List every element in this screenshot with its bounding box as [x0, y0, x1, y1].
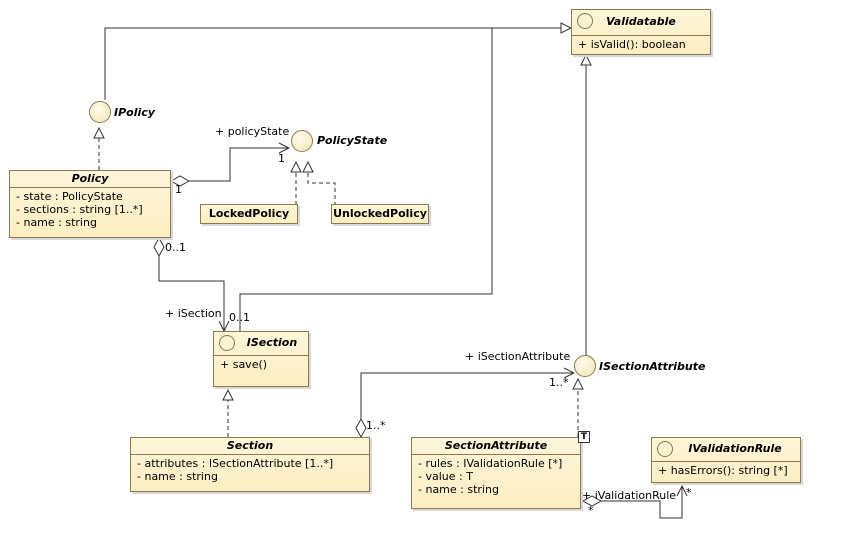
ivalidationrule-interface[interactable]: IValidationRule + hasErrors(): string [*… [651, 437, 801, 483]
policy-class[interactable]: Policy - state : PolicyState - sections … [9, 170, 171, 238]
sectionattribute-class[interactable]: SectionAttribute - rules : IValidationRu… [411, 437, 581, 509]
sectionattribute-attribute: - value : T [418, 470, 473, 483]
isection-interface[interactable]: ISection + save() [213, 331, 309, 387]
section-end-multiplicity: 1..* [366, 419, 386, 432]
policy-section-multiplicity: 0..1 [165, 241, 186, 254]
ipolicy-to-validatable-edge [104, 28, 571, 100]
interface-icon [219, 335, 235, 351]
validatable-name: Validatable [606, 15, 676, 28]
rule-multiplicity-bottom: * [588, 504, 594, 517]
isectionattribute-interface-icon[interactable] [574, 355, 596, 377]
policystate-role-label: + policyState [215, 125, 290, 138]
validatable-interface[interactable]: Validatable + isValid(): boolean [571, 9, 711, 55]
isectionattribute-name: ISectionAttribute [599, 360, 706, 373]
isection-name: ISection [246, 336, 298, 349]
isection-role-label: + iSection [165, 307, 222, 320]
policy-section-diamond [153, 236, 165, 258]
section-to-isectionattribute-edge [360, 373, 574, 419]
ipolicy-interface-icon[interactable] [89, 101, 111, 123]
sectionattribute-name: SectionAttribute [444, 439, 548, 452]
sectionattribute-rule-diamond [581, 495, 603, 507]
policy-attribute: - sections : string [1..*] [16, 203, 143, 216]
lockedpolicy-name: LockedPolicy [208, 207, 290, 220]
policy-to-isection-edge [158, 256, 224, 331]
policy-attribute: - name : string [16, 216, 97, 229]
policy-aggregation-diamond [169, 175, 191, 187]
ivalidationrule-operation: + hasErrors(): string [*] [658, 464, 788, 477]
isectionattribute-multiplicity: 1..* [549, 376, 569, 389]
ivalidationrule-name: IValidationRule [688, 442, 782, 455]
section-name: Section [226, 439, 274, 452]
section-attribute-diamond [355, 417, 367, 439]
validatable-operation: + isValid(): boolean [578, 38, 686, 51]
policystate-multiplicity: 1 [278, 152, 285, 165]
isectionattribute-role-label: + iSectionAttribute [465, 350, 571, 363]
template-parameter-badge: T [578, 431, 590, 443]
isection-operation: + save() [220, 358, 268, 371]
isection-to-validatable-edge [239, 28, 493, 331]
sectionattribute-to-ivalidationrule-edge [601, 486, 682, 519]
section-attribute: - name : string [137, 470, 218, 483]
lockedpolicy-class[interactable]: LockedPolicy [200, 204, 298, 224]
ivalidationrule-role-label: + iValidationRule [582, 489, 677, 502]
sectionattribute-attribute: - rules : IValidationRule [*] [418, 457, 563, 470]
interface-icon [577, 13, 593, 29]
sectionattribute-attribute: - name : string [418, 483, 499, 496]
interface-icon [657, 441, 673, 457]
policy-end-multiplicity: 1 [175, 183, 182, 196]
policy-to-policystate-edge [189, 148, 289, 182]
policy-attribute: - state : PolicyState [16, 190, 123, 203]
section-attribute: - attributes : ISectionAttribute [1..*] [137, 457, 334, 470]
rule-multiplicity-top: * [686, 486, 692, 499]
lockedpolicy-to-policystate-edge [290, 162, 296, 207]
unlockedpolicy-name: UnlockedPolicy [333, 207, 427, 220]
ipolicy-name: IPolicy [114, 106, 155, 119]
unlockedpolicy-class[interactable]: UnlockedPolicy [331, 204, 429, 224]
unlockedpolicy-to-policystate-edge [308, 162, 336, 206]
section-class[interactable]: Section - attributes : ISectionAttribute… [130, 437, 370, 492]
policystate-name: PolicyState [317, 134, 388, 147]
policystate-interface-icon[interactable] [291, 130, 313, 152]
policy-name: Policy [71, 172, 109, 185]
isection-multiplicity: 0..1 [229, 311, 250, 324]
